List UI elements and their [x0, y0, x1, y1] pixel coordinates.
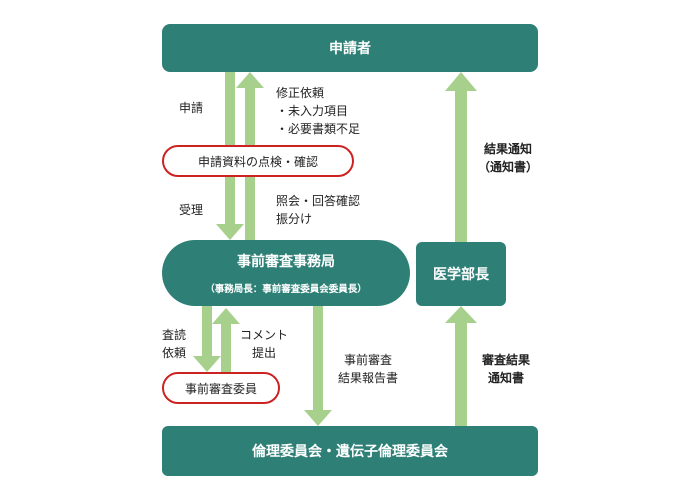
accept-label: 受理	[179, 203, 204, 217]
check-label: 申請資料の点検・確認	[197, 154, 318, 169]
arrow-review-notify	[445, 306, 477, 428]
arrow-review-request	[193, 306, 221, 372]
apply-label: 申請	[179, 101, 204, 115]
office-label: 事前審査事務局	[237, 254, 335, 270]
arrow-comment	[212, 308, 240, 372]
office-sublabel: （事務局長：事前審査委員会委員長）	[205, 284, 367, 295]
arrow-notify	[445, 72, 477, 242]
arrow-prereport	[304, 306, 332, 426]
committee-label: 倫理委員会・遺伝子倫理委員会	[252, 444, 448, 460]
review-notify-label: 審査結果 通知書	[482, 353, 531, 385]
revise-label: 修正依頼 ・未入力項目 ・必要書類不足	[276, 86, 361, 136]
inquiry-label: 照会・回答確認 振分け	[276, 194, 361, 226]
committee-box: 倫理委員会・遺伝子倫理委員会	[162, 426, 538, 476]
reviewer-label: 事前審査委員	[184, 381, 257, 396]
prereport-label: 事前審査 結果報告書	[338, 353, 399, 385]
dean-box: 医学部長	[416, 242, 506, 306]
applicant-box: 申請者	[162, 24, 538, 72]
dean-label: 医学部長	[433, 267, 489, 283]
reviewer-pill: 事前審査委員	[162, 372, 280, 404]
notify-label: 結果通知 （通知書）	[478, 142, 539, 174]
applicant-label: 申請者	[329, 41, 371, 57]
check-pill: 申請資料の点検・確認	[162, 145, 354, 177]
review-request-label: 査読 依頼	[162, 328, 187, 360]
comment-label: コメント 提出	[240, 328, 289, 360]
office-box: 事前審査事務局 （事務局長：事前審査委員会委員長）	[162, 240, 410, 306]
